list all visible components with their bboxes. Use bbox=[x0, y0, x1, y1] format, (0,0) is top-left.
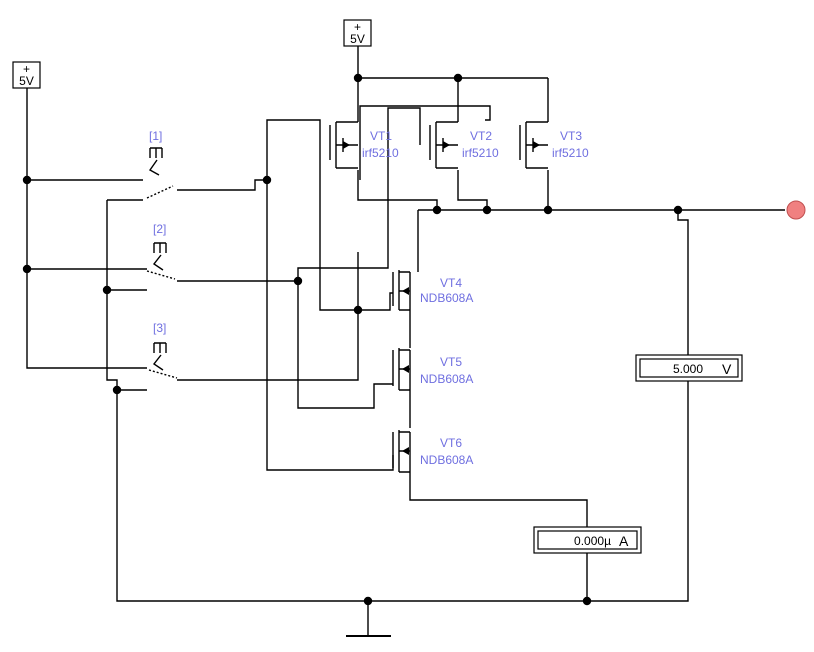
ammeter-unit: A bbox=[619, 533, 629, 549]
junction-dot bbox=[353, 73, 363, 83]
switch-3[interactable]: [3] bbox=[148, 321, 178, 379]
transistor-vt4[interactable]: VT4 NDB608A bbox=[392, 270, 473, 311]
vt4-name: VT4 bbox=[440, 276, 462, 290]
vt5-name: VT5 bbox=[440, 355, 462, 369]
junction-dot bbox=[582, 596, 592, 606]
junction-dot bbox=[432, 205, 442, 215]
transistor-vt2[interactable]: VT2 irf5210 bbox=[429, 121, 499, 169]
voltmeter[interactable]: 5.000 V bbox=[635, 354, 743, 382]
junction-dot bbox=[102, 285, 112, 295]
transistor-vt5[interactable]: VT5 NDB608A bbox=[392, 348, 473, 391]
transistor-vt6[interactable]: VT6 NDB608A bbox=[392, 430, 473, 473]
supply-top[interactable]: + 5V bbox=[343, 19, 372, 47]
junction-dot bbox=[112, 385, 122, 395]
supply-left[interactable]: + 5V bbox=[12, 61, 41, 89]
junction-dot bbox=[22, 175, 32, 185]
vt2-name: VT2 bbox=[470, 129, 492, 143]
vt6-name: VT6 bbox=[440, 436, 462, 450]
vt4-model: NDB608A bbox=[420, 291, 473, 305]
supply-left-label: 5V bbox=[19, 74, 34, 88]
ammeter-value: 0.000µ bbox=[574, 534, 611, 548]
junction-dot bbox=[293, 276, 303, 286]
voltmeter-unit: V bbox=[722, 361, 732, 377]
switch-3-label: [3] bbox=[153, 321, 166, 335]
voltmeter-value: 5.000 bbox=[673, 362, 703, 376]
junction-dot bbox=[262, 175, 272, 185]
junction-dot bbox=[363, 596, 373, 606]
junction-dot bbox=[22, 264, 32, 274]
vt6-model: NDB608A bbox=[420, 453, 473, 467]
vt3-name: VT3 bbox=[560, 129, 582, 143]
vt2-model: irf5210 bbox=[462, 146, 499, 160]
junction-dot bbox=[482, 205, 492, 215]
supply-top-plus: + bbox=[354, 20, 361, 34]
supply-top-label: 5V bbox=[350, 32, 365, 46]
switch-1[interactable]: [1] bbox=[146, 129, 174, 199]
junction-dot bbox=[453, 73, 463, 83]
ammeter[interactable]: 0.000µ A bbox=[533, 526, 642, 554]
vt3-model: irf5210 bbox=[552, 146, 589, 160]
switch-2[interactable]: [2] bbox=[146, 222, 176, 280]
switch-2-label: [2] bbox=[153, 222, 166, 236]
output-probe-icon[interactable] bbox=[786, 200, 806, 220]
junction-dot bbox=[673, 205, 683, 215]
junctions bbox=[22, 73, 683, 606]
junction-dot bbox=[353, 305, 363, 315]
supply-left-plus: + bbox=[23, 62, 30, 76]
switch-1-label: [1] bbox=[149, 129, 162, 143]
vt1-model: irf5210 bbox=[362, 146, 399, 160]
transistor-vt1[interactable]: VT1 irf5210 bbox=[329, 121, 399, 169]
wiring bbox=[26, 46, 785, 635]
junction-dot bbox=[543, 205, 553, 215]
vt1-name: VT1 bbox=[370, 129, 392, 143]
vt5-model: NDB608A bbox=[420, 372, 473, 386]
transistor-vt3[interactable]: VT3 irf5210 bbox=[519, 121, 589, 169]
